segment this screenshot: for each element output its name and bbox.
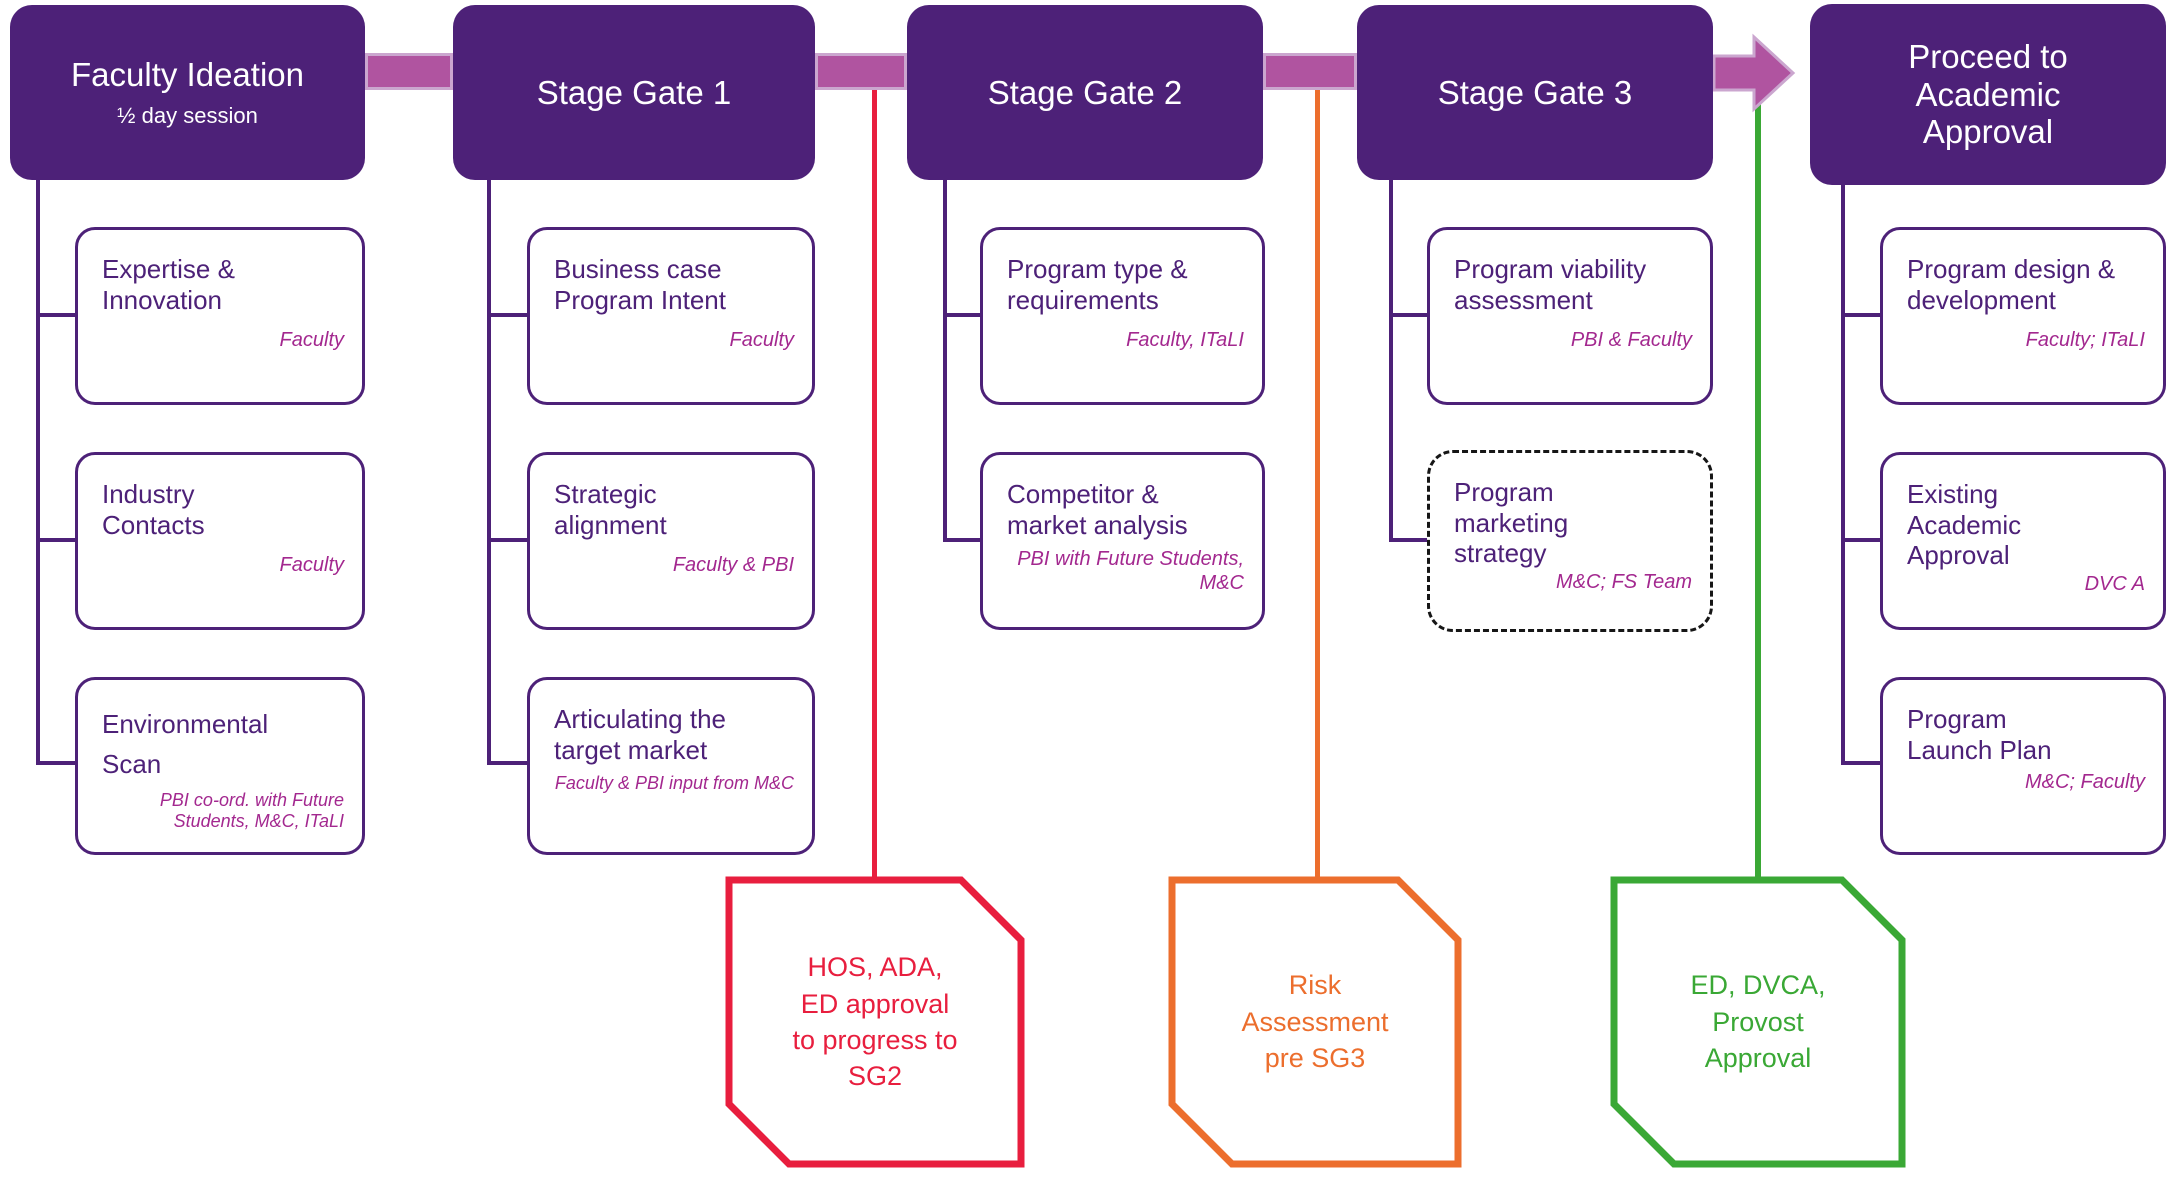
- branch-tick: [36, 538, 77, 542]
- task-role: Faculty; ITaLI: [2025, 329, 2145, 352]
- branch-tick: [36, 761, 77, 765]
- task-title: Articulating the target market: [554, 704, 726, 765]
- gate-label: HOS, ADA, ED approval to progress to SG2: [792, 952, 958, 1092]
- task-role: Faculty & PBI input from M&C: [554, 773, 794, 794]
- branch-tick: [1841, 538, 1882, 542]
- stage-drop-line-2: [487, 180, 491, 765]
- task-role: PBI & Faculty: [1570, 329, 1692, 352]
- branch-tick: [1389, 538, 1429, 542]
- task-title: Competitor & market analysis: [1007, 479, 1188, 540]
- task-box-industry-contacts: Industry Contacts Faculty: [75, 452, 365, 630]
- branch-tick: [487, 761, 529, 765]
- branch-tick: [36, 313, 77, 317]
- gate-box-sg2-approval: HOS, ADA, ED approval to progress to SG2: [725, 876, 1025, 1168]
- task-role: M&C; FS Team: [1556, 571, 1692, 594]
- task-box-strategic-alignment: Strategic alignment Faculty & PBI: [527, 452, 815, 630]
- stage-title: Stage Gate 3: [1437, 73, 1633, 111]
- task-title: Program viability assessment: [1454, 254, 1647, 315]
- task-role: PBI co-ord. with Future Students, M&C, I…: [159, 789, 344, 831]
- gate-box-outline: [725, 876, 1025, 1168]
- stage-header-gate-2: Stage Gate 2: [907, 5, 1263, 180]
- stage-header-gate-1: Stage Gate 1: [453, 5, 815, 180]
- branch-tick: [487, 313, 529, 317]
- branch-tick: [1841, 313, 1882, 317]
- branch-tick: [487, 538, 529, 542]
- stage-header-gate-3: Stage Gate 3: [1357, 5, 1713, 180]
- task-box-program-type: Program type & requirements Faculty, ITa…: [980, 227, 1265, 405]
- branch-tick: [1841, 761, 1882, 765]
- gate-box-outline: [1610, 876, 1906, 1168]
- task-title: Strategic alignment: [554, 479, 667, 540]
- stage-drop-line-1: [36, 180, 40, 765]
- task-title: Business case Program Intent: [554, 254, 726, 315]
- task-box-existing-approval: Existing Academic Approval DVC A: [1880, 452, 2166, 630]
- gate-label: ED, DVCA, Provost Approval: [1690, 970, 1826, 1074]
- connector-bar-3: [1263, 53, 1357, 90]
- task-role: Faculty: [279, 554, 344, 577]
- task-box-environmental-scan: Environmental Scan PBI co-ord. with Futu…: [75, 677, 365, 855]
- gate-box-risk-assessment: Risk Assessment pre SG3: [1168, 876, 1462, 1168]
- task-title: Existing Academic Approval: [1907, 479, 2022, 571]
- stage-title: Proceed to Academic Approval: [1908, 37, 2068, 151]
- stage-header-proceed-approval: Proceed to Academic Approval: [1810, 4, 2166, 185]
- task-title: Program Launch Plan: [1907, 704, 2052, 765]
- branch-tick: [1389, 313, 1429, 317]
- task-title: Program design & development: [1907, 254, 2116, 315]
- task-title: Program type & requirements: [1007, 254, 1188, 315]
- task-title: Expertise & Innovation: [102, 254, 235, 315]
- task-box-target-market: Articulating the target market Faculty &…: [527, 677, 815, 855]
- gate-drop-line-red: [872, 72, 877, 878]
- task-role: PBI with Future Students, M&C: [1017, 548, 1244, 594]
- gate-drop-line-green: [1755, 62, 1761, 878]
- gate-label: Risk Assessment pre SG3: [1241, 970, 1389, 1074]
- task-box-program-design: Program design & development Faculty; IT…: [1880, 227, 2166, 405]
- task-box-competitor-analysis: Competitor & market analysis PBI with Fu…: [980, 452, 1265, 630]
- stage-subtitle: ½ day session: [117, 102, 258, 128]
- stage-title: Stage Gate 2: [987, 73, 1183, 111]
- branch-tick: [943, 313, 982, 317]
- gate-drop-line-orange: [1315, 72, 1320, 878]
- task-role: Faculty: [279, 329, 344, 352]
- task-title: Industry Contacts: [102, 479, 205, 540]
- connector-bar-1: [365, 53, 453, 90]
- task-box-launch-plan: Program Launch Plan M&C; Faculty: [1880, 677, 2166, 855]
- task-role: Faculty & PBI: [672, 554, 794, 577]
- branch-tick: [943, 538, 982, 542]
- connector-bar-2: [815, 53, 907, 90]
- stage-header-faculty-ideation: Faculty Ideation ½ day session: [10, 5, 365, 180]
- task-title: Environmental Scan: [102, 709, 269, 780]
- task-role: Faculty: [729, 329, 794, 352]
- stage-title: Stage Gate 1: [536, 73, 732, 111]
- task-role: Faculty, ITaLI: [1126, 329, 1244, 352]
- stage-drop-line-5: [1841, 184, 1845, 765]
- task-role: M&C; Faculty: [2024, 771, 2145, 794]
- task-role: DVC A: [2084, 573, 2145, 596]
- stage-drop-line-3: [943, 180, 947, 542]
- task-box-expertise-innovation: Expertise & Innovation Faculty: [75, 227, 365, 405]
- task-title: Program marketing strategy: [1454, 477, 1569, 569]
- gate-box-provost-approval: ED, DVCA, Provost Approval: [1610, 876, 1906, 1168]
- task-box-business-case: Business case Program Intent Faculty: [527, 227, 815, 405]
- stage-drop-line-4: [1389, 180, 1393, 542]
- flow-arrow-icon: [1712, 33, 1796, 113]
- gate-box-outline: [1168, 876, 1462, 1168]
- task-box-marketing-strategy: Program marketing strategy M&C; FS Team: [1427, 450, 1713, 632]
- stage-title: Faculty Ideation: [71, 56, 304, 94]
- task-box-viability-assessment: Program viability assessment PBI & Facul…: [1427, 227, 1713, 405]
